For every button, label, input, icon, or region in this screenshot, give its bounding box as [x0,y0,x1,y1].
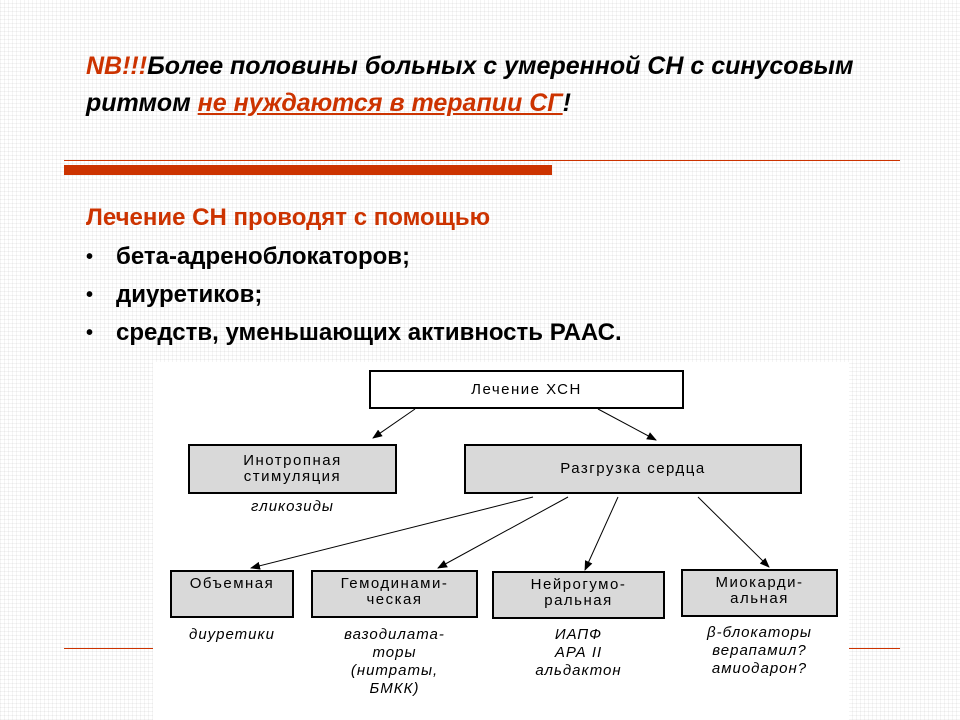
arrow-unloading-to-myocardial [697,496,770,568]
arrow-root-to-inotropic [372,408,416,439]
note-neurohumoral: ИАПФ АРА II альдактон [535,626,622,679]
node-volume: Объемная [170,570,294,618]
node-inotropic: Инотропная стимуляция [188,444,397,494]
node-unloading: Разгрузка сердца [464,444,802,494]
note-myocardial: β-блокаторы верапамил? амиодарон? [707,624,812,677]
headline-tail: ! [562,89,571,117]
note-inotropic: гликозиды [251,498,334,515]
list-item-text: средств, уменьшающих активность РААС. [116,319,622,346]
list-item: • средств, уменьшающих активность РААС. [86,314,622,352]
headline-text: Более половины больных с умеренной СН с … [86,52,854,117]
list-item-text: бета-адреноблокаторов; [116,243,411,270]
note-volume: диуретики [189,626,275,643]
list-item: • бета-адреноблокаторов; [86,238,622,276]
node-myocardial: Миокарди- альная [681,569,838,617]
arrow-unloading-to-volume [250,496,534,570]
treatment-heading: Лечение СН проводят с помощью [86,204,491,231]
node-neurohumoral: Нейрогумо- ральная [492,571,665,619]
divider-thin [64,160,900,161]
list-item: • диуретиков; [86,276,622,314]
node-hemodynamic: Гемодинами- ческая [311,570,478,618]
note-hemodynamic: вазодилата- торы (нитраты, БМКК) [344,626,445,697]
treatment-diagram: Лечение ХСН Инотропная стимуляция гликоз… [153,362,849,720]
diagram-arrows [250,408,770,571]
bullet-icon: • [86,322,94,344]
arrow-unloading-to-neurohumoral [584,496,619,571]
bullet-icon: • [86,284,94,306]
arrow-root-to-unloading [597,408,657,441]
bullet-icon: • [86,246,94,268]
list-item-text: диуретиков; [116,281,263,308]
headline-highlight: не нуждаются в терапии СГ [197,89,563,117]
treatment-list: • бета-адреноблокаторов; • диуретиков; • ср… [86,238,622,352]
node-root: Лечение ХСН [369,370,684,409]
arrow-unloading-to-hemodynamic [437,496,569,569]
nb-mark: NB!!! [86,52,148,80]
headline: NB!!!Более половины больных с умеренной … [86,48,866,122]
divider-thick [64,165,552,175]
